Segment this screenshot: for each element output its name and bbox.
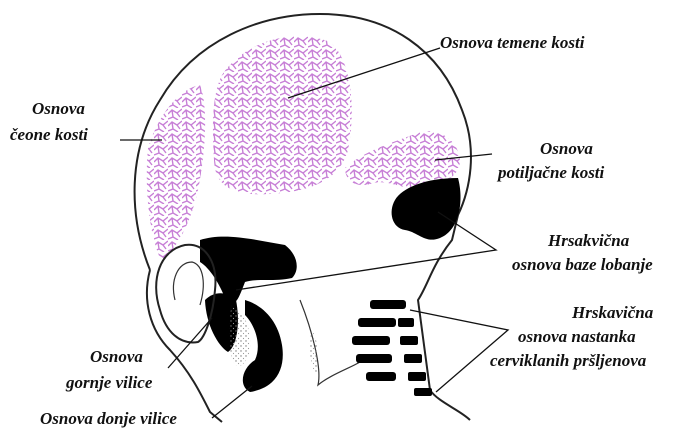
label-cervical-line1: Hrskavična bbox=[571, 303, 654, 322]
label-maxilla-line1: Osnova bbox=[90, 347, 143, 366]
vertebra bbox=[356, 354, 392, 363]
face-outline bbox=[147, 270, 222, 422]
label-maxilla-line2: gornje vilice bbox=[65, 373, 153, 392]
vertebra bbox=[366, 372, 396, 381]
vertebra bbox=[398, 318, 414, 327]
vertebra bbox=[414, 388, 432, 396]
label-frontal-line2: čeone kosti bbox=[10, 125, 88, 144]
label-occipital-line1: Osnova bbox=[540, 139, 593, 158]
label-parietal: Osnova temene kosti bbox=[440, 33, 585, 52]
label-skull-base-line1: Hrsakvična bbox=[547, 231, 630, 250]
vertebra bbox=[370, 300, 406, 309]
vertebra bbox=[408, 372, 426, 381]
label-occipital-line2: potiljačne kosti bbox=[496, 163, 605, 182]
leader-mandible bbox=[212, 386, 252, 418]
ear-inner bbox=[174, 262, 204, 305]
label-cervical-line2: osnova nastanka bbox=[518, 327, 636, 346]
label-frontal-line1: Osnova bbox=[32, 99, 85, 118]
frontal-ossification-center bbox=[147, 85, 205, 262]
label-mandible: Osnova donje vilice bbox=[40, 409, 177, 428]
vertebra bbox=[404, 354, 422, 363]
occipital-cartilage bbox=[392, 178, 461, 240]
label-skull-base-line2: osnova baze lobanje bbox=[512, 255, 653, 274]
label-cervical-line3: cerviklanih pršljenova bbox=[490, 351, 647, 370]
vertebra bbox=[352, 336, 390, 345]
neck-outline bbox=[300, 300, 360, 385]
vertebra bbox=[400, 336, 418, 345]
vertebra bbox=[358, 318, 396, 327]
throat-stippled-area bbox=[310, 330, 318, 375]
parietal-ossification-center bbox=[213, 36, 352, 194]
leader-maxilla bbox=[168, 318, 212, 368]
